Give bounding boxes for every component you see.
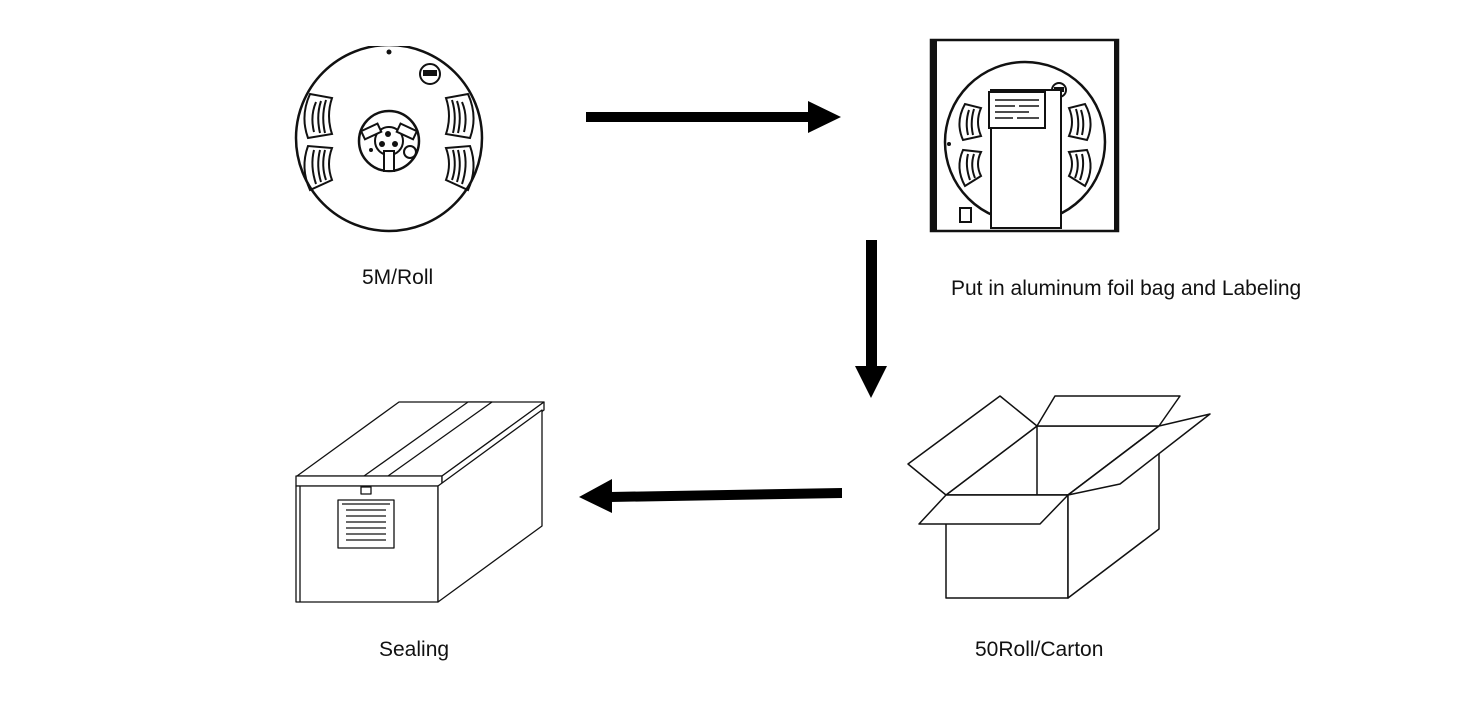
bag-caption: Put in aluminum foil bag and Labeling [951,277,1302,300]
sealing-caption: Sealing [379,638,450,661]
arrow-down [853,240,889,400]
arrow-down-icon [855,240,887,398]
arrow-left [578,476,846,516]
carton-caption: 50Roll/Carton [975,638,1104,661]
arrow-right [586,100,842,134]
reel-figure [292,46,488,236]
foil-bag-with-label-icon [929,38,1120,233]
sealed-carton-icon [295,401,545,603]
arrow-left-icon [579,479,842,513]
led-strip-reel-icon [294,46,484,233]
roll-caption: 5M/Roll [362,266,434,289]
open-carton-figure [905,392,1213,602]
foil-bag-figure [929,38,1121,234]
sealed-carton-figure [292,394,552,608]
open-carton-icon [907,395,1211,599]
arrow-right-icon [586,101,841,133]
